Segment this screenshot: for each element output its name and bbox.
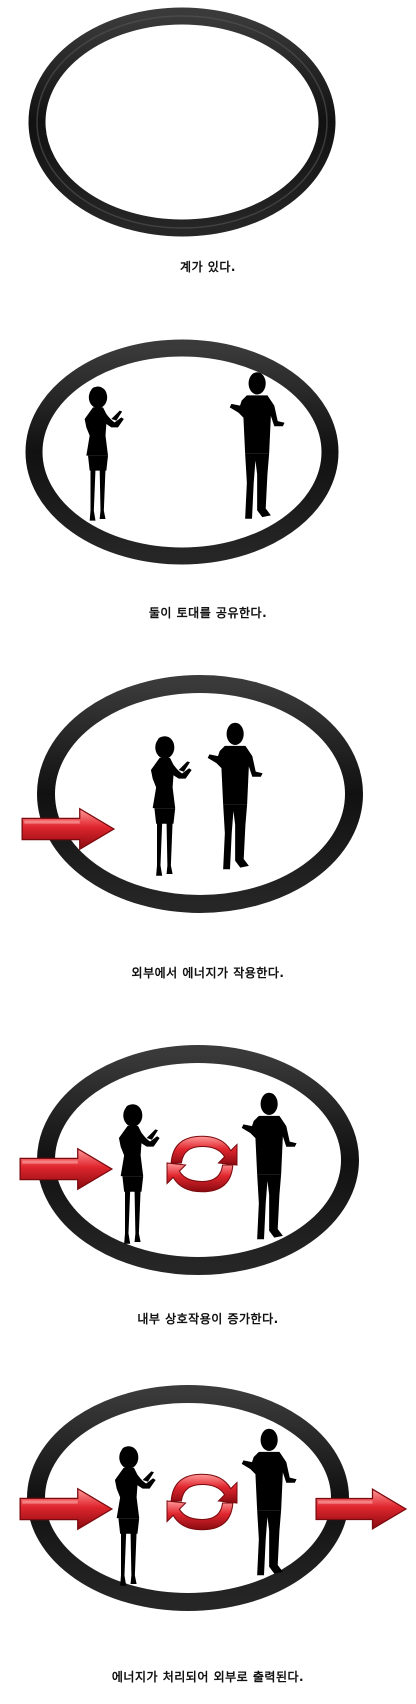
step-4-panel: 내부 상호작용이 증가한다. [0, 1010, 416, 1350]
step-4-diagram [19, 1045, 359, 1275]
woman-silhouette-icon [118, 1104, 160, 1244]
step-5-diagram [19, 1385, 407, 1611]
step-3-caption: 외부에서 에너지가 작용한다. [131, 966, 285, 980]
man-silhouette-icon [241, 1092, 297, 1240]
step-1-diagram [28, 7, 336, 237]
step-3-diagram [21, 675, 363, 913]
step-5-caption: 에너지가 처리되어 외부로 출력된다. [111, 1670, 305, 1684]
step-2-diagram [25, 339, 339, 565]
cycle-arrows-icon [166, 1135, 238, 1193]
ring-icon [37, 675, 363, 913]
man-silhouette-icon [207, 722, 263, 870]
step-4-caption: 내부 상호작용이 증가한다. [137, 1312, 279, 1326]
ring-icon [25, 339, 339, 565]
step-1-panel: 계가 있다. [0, 0, 416, 290]
step-1-caption: 계가 있다. [180, 260, 236, 274]
woman-silhouette-icon [150, 736, 192, 876]
input-arrow-icon [19, 1148, 113, 1190]
cycle-arrows-icon [166, 1473, 238, 1531]
woman-silhouette-icon [114, 1446, 156, 1586]
step-2-panel: 둘이 토대를 공유한다. [0, 290, 416, 630]
step-3-panel: 외부에서 에너지가 작용한다. [0, 630, 416, 1010]
woman-silhouette-icon [84, 386, 124, 521]
ring-icon [28, 7, 336, 237]
step-5-panel: 에너지가 처리되어 외부로 출력된다. [0, 1350, 416, 1704]
man-silhouette-icon [229, 372, 285, 519]
man-silhouette-icon [241, 1428, 297, 1576]
step-2-caption: 둘이 토대를 공유한다. [148, 606, 268, 620]
